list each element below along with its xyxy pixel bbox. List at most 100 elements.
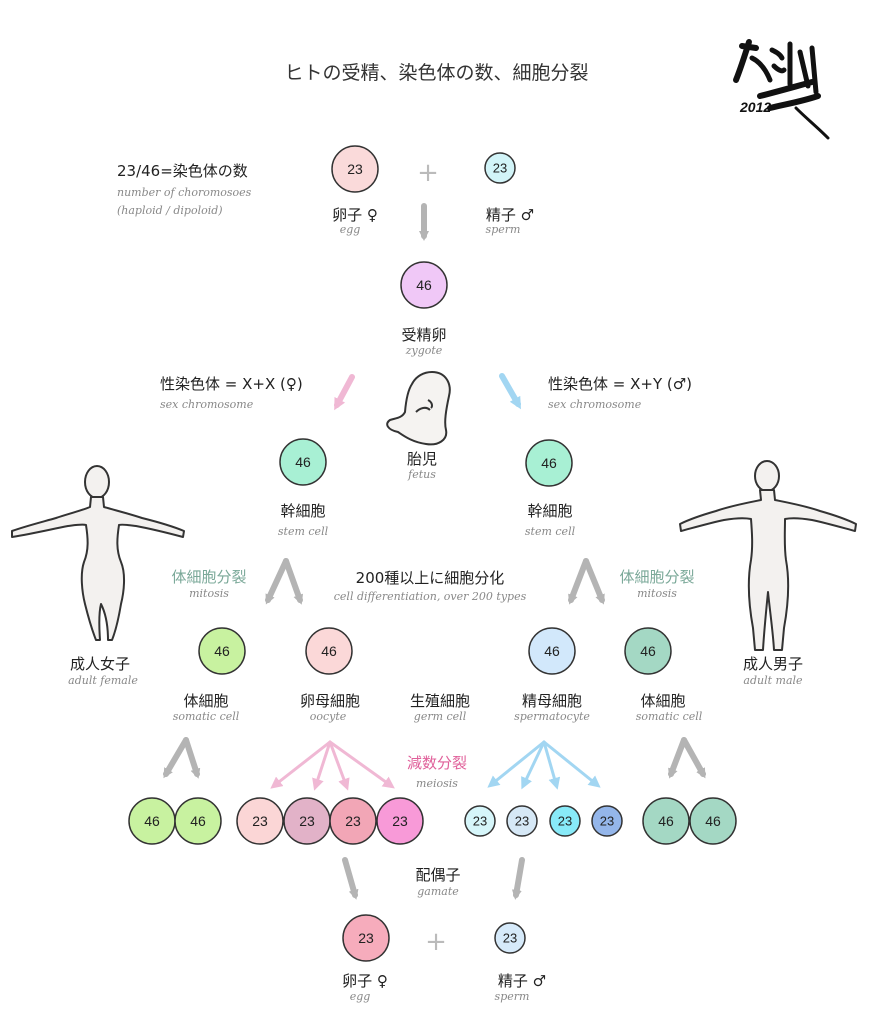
plus-bottom: + (425, 927, 447, 957)
fetus-label: 胎児 (406, 450, 438, 468)
adult-male-en: adult male (743, 674, 803, 687)
egg-label: 卵子 ♀ (332, 206, 378, 224)
spermatocyte-cell: 46 (528, 627, 576, 675)
meiosis-oocyte-arrow-2 (312, 740, 332, 791)
oocyte-gamete-2-count: 23 (299, 813, 315, 829)
somatic-cell-right: 46 (624, 627, 672, 675)
sperm-gamete-2-count: 23 (515, 814, 529, 829)
mitosis-right-arrow-1 (568, 558, 589, 605)
zygote-cell: 46 (400, 261, 448, 309)
mitosis-left-label: 体細胞分裂 (171, 568, 247, 586)
adult-male-label: 成人男子 (742, 655, 804, 673)
oocyte-gamete-1: 23 (236, 797, 284, 845)
meiosis-oocyte-arrow-4 (328, 740, 395, 789)
gamete-egg-label: 卵子 ♀ (342, 972, 388, 990)
female-silhouette-icon (11, 465, 185, 641)
stem-cell-left-en: stem cell (277, 525, 329, 538)
somatic-right-div-1 (668, 737, 687, 779)
stem-cell-right-en: stem cell (524, 525, 576, 538)
gamete-sperm-arrow (511, 857, 525, 900)
page-title: ヒトの受精、染色体の数、細胞分裂 (284, 62, 589, 84)
somatic-cell-left-count: 46 (214, 643, 230, 659)
somatic-cell-left-label: 体細胞 (183, 692, 229, 710)
meiosis-oocyte-arrow-1 (270, 740, 332, 789)
oocyte-label: 卵母細胞 (299, 692, 361, 710)
legend-en-1: number of choromosoes (117, 186, 252, 199)
meiosis-spermatocyte-arrow-1 (487, 740, 546, 788)
mitosis-left-arrow-2 (283, 558, 304, 605)
sperm-gamete-1: 23 (464, 805, 496, 837)
sperm-gamete-2: 23 (506, 805, 538, 837)
mitosis-left-arrow-1 (265, 558, 289, 605)
signature-logo: 2012 (733, 39, 830, 140)
mitosis-right-label: 体細胞分裂 (619, 568, 695, 586)
somatic-cell-right-label: 体細胞 (640, 692, 686, 710)
spermatocyte-en: spermatocyte (514, 710, 590, 723)
stem-cell-right-count: 46 (541, 455, 557, 471)
meiosis-en: meiosis (416, 777, 458, 790)
gamete-egg-cell-count: 23 (358, 930, 374, 946)
stem-cell-right: 46 (525, 439, 573, 487)
egg-en: egg (339, 223, 361, 236)
sex-chromosome-male: 性染色体 = X+Y (♂) (548, 375, 693, 393)
somatic-daughter-left-1: 46 (128, 797, 176, 845)
stem-cell-left-count: 46 (295, 454, 311, 470)
oocyte-gamete-3-count: 23 (345, 813, 361, 829)
oocyte-gamete-2: 23 (283, 797, 331, 845)
gamete-sperm-en: sperm (494, 990, 530, 1003)
arrows-layer (163, 203, 706, 900)
stem-cell-right-label: 幹細胞 (527, 502, 573, 520)
differentiation-label: 200種以上に細胞分化 (355, 569, 505, 587)
legend-label: 23/46=染色体の数 (117, 162, 248, 180)
oocyte-gamete-4: 23 (376, 797, 424, 845)
adult-female-en: adult female (68, 674, 138, 687)
somatic-daughter-right-1: 46 (642, 797, 690, 845)
somatic-daughter-left-2-count: 46 (190, 813, 206, 829)
oocyte-gamete-1-count: 23 (252, 813, 268, 829)
sperm-gamete-4: 23 (591, 805, 623, 837)
sperm-en: sperm (485, 223, 521, 236)
legend-en-2: (haploid / dipoloid) (117, 204, 223, 217)
oocyte-cell-count: 46 (321, 643, 337, 659)
meiosis-spermatocyte-arrow-3 (542, 740, 561, 790)
sex-chromosome-male-en: sex chromosome (548, 398, 642, 411)
somatic-cell-right-count: 46 (640, 643, 656, 659)
adult-female-label: 成人女子 (69, 655, 131, 673)
somatic-daughter-right-1-count: 46 (658, 813, 674, 829)
germ-cell-en: germ cell (413, 710, 467, 723)
gamete-sperm-cell-count: 23 (503, 931, 517, 946)
somatic-daughter-right-2: 46 (689, 797, 737, 845)
somatic-left-div-2 (183, 737, 201, 779)
meiosis-label: 減数分裂 (406, 754, 468, 772)
oocyte-gamete-4-count: 23 (392, 813, 408, 829)
mitosis-left-en: mitosis (189, 587, 229, 600)
sperm-gamete-4-count: 23 (600, 814, 614, 829)
sperm-cell-count: 23 (493, 161, 507, 176)
gamete-en: gamate (417, 885, 459, 898)
gamete-egg-en: egg (349, 990, 371, 1003)
sex-male-arrow (499, 373, 521, 410)
somatic-left-div-1 (163, 737, 189, 779)
sperm-label: 精子 ♂ (485, 206, 535, 224)
sex-chromosome-female-en: sex chromosome (160, 398, 254, 411)
somatic-cell-left-en: somatic cell (172, 710, 240, 723)
somatic-daughter-right-2-count: 46 (705, 813, 721, 829)
zygote-en: zygote (405, 344, 443, 357)
cells-layer: 23 23 46 46 46 46 46 46 46 46 46 23 23 23 23 23 23 23 23 46… (128, 145, 737, 962)
fetus-en: fetus (408, 468, 436, 481)
somatic-cell-left: 46 (198, 627, 246, 675)
spermatocyte-label: 精母細胞 (521, 692, 583, 710)
signature-year: 2012 (739, 99, 771, 115)
plus-top: + (417, 158, 439, 188)
zygote-label: 受精卵 (401, 326, 447, 344)
somatic-daughter-left-1-count: 46 (144, 813, 160, 829)
gamete-sperm-cell: 23 (494, 922, 526, 954)
gamete-sperm-label: 精子 ♂ (497, 972, 547, 990)
male-silhouette-icon (679, 460, 857, 651)
gamete-label: 配偶子 (415, 866, 461, 884)
sex-female-arrow (334, 374, 355, 411)
stem-cell-left-label: 幹細胞 (280, 502, 326, 520)
mitosis-right-arrow-2 (583, 558, 605, 605)
sperm-cell: 23 (484, 152, 516, 184)
